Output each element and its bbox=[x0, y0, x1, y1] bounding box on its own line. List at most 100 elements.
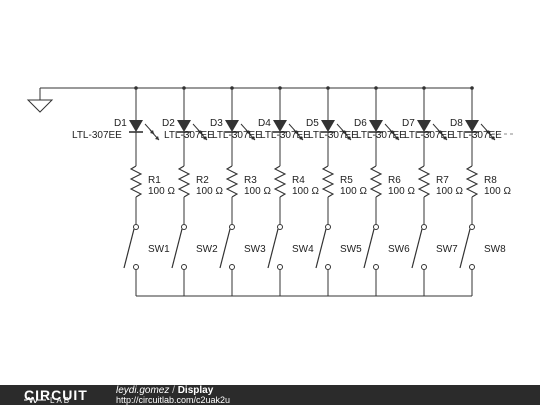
resistor-icon[interactable] bbox=[177, 165, 191, 198]
resistor-label: R3 bbox=[244, 175, 257, 186]
diode-label: D6 bbox=[354, 118, 367, 129]
resistor-label: R1 bbox=[148, 175, 161, 186]
led-diode-icon[interactable] bbox=[465, 120, 479, 132]
resistor-icon[interactable] bbox=[273, 165, 287, 198]
arrow-head bbox=[198, 130, 202, 134]
switch-terminal bbox=[373, 264, 379, 270]
diode-label: D8 bbox=[450, 118, 463, 129]
arrow-head bbox=[203, 136, 207, 140]
led-diode-icon[interactable] bbox=[417, 120, 431, 132]
resistor-icon[interactable] bbox=[417, 165, 431, 198]
switch-icon[interactable] bbox=[123, 228, 135, 269]
diode-label: D5 bbox=[306, 118, 319, 129]
switch-icon[interactable] bbox=[267, 228, 279, 269]
switch-terminal bbox=[181, 224, 187, 230]
diode-part-label: LTL-307EE bbox=[212, 130, 262, 141]
switch-terminal bbox=[133, 224, 139, 230]
arrow-head bbox=[155, 136, 159, 140]
switch-label: SW3 bbox=[244, 244, 266, 255]
diode-part-label: LTL-307EE bbox=[452, 130, 502, 141]
circuit-url[interactable]: http://circuitlab.com/c2uak2u bbox=[116, 395, 231, 405]
switch-label: SW1 bbox=[148, 244, 170, 255]
diode-part-label: LTL-307EE bbox=[404, 130, 454, 141]
switch-terminal bbox=[421, 264, 427, 270]
resistor-value-label: 100 Ω bbox=[340, 186, 367, 197]
switch-icon[interactable] bbox=[411, 228, 423, 269]
led-diode-icon[interactable] bbox=[369, 120, 383, 132]
resistor-value-label: 100 Ω bbox=[148, 186, 175, 197]
author-link[interactable]: leydi.gomez bbox=[116, 385, 170, 396]
arrow-head bbox=[395, 136, 399, 140]
switch-label: SW6 bbox=[388, 244, 410, 255]
footer-bar: CIRCUIT LAB leydi.gomez / Display http:/… bbox=[0, 385, 540, 405]
diode-part-label: LTL-307EE bbox=[260, 130, 310, 141]
diode-part-label: LTL-307EE bbox=[308, 130, 358, 141]
arrow-head bbox=[150, 130, 154, 134]
logo-text-bottom: LAB bbox=[50, 396, 72, 405]
diode-label: D2 bbox=[162, 118, 175, 129]
resistor-icon[interactable] bbox=[369, 165, 383, 198]
switch-terminal bbox=[325, 264, 331, 270]
switch-label: SW5 bbox=[340, 244, 362, 255]
arrow-head bbox=[347, 136, 351, 140]
ground-icon bbox=[26, 99, 54, 113]
arrow-head bbox=[342, 130, 346, 134]
switch-terminal bbox=[229, 224, 235, 230]
diode-part-label: LTL-307EE bbox=[356, 130, 406, 141]
diode-label: D1 bbox=[114, 118, 127, 129]
switch-icon[interactable] bbox=[315, 228, 327, 269]
diode-part-label: LTL-307EE bbox=[72, 130, 122, 141]
switch-icon[interactable] bbox=[363, 228, 375, 269]
path-separator: / bbox=[169, 385, 178, 396]
switch-terminal bbox=[325, 224, 331, 230]
switch-terminal bbox=[421, 224, 427, 230]
switch-label: SW2 bbox=[196, 244, 218, 255]
footer-meta: leydi.gomez / Display bbox=[116, 386, 213, 396]
arrow-head bbox=[438, 130, 442, 134]
switch-terminal bbox=[469, 264, 475, 270]
switch-terminal bbox=[277, 264, 283, 270]
resistor-value-label: 100 Ω bbox=[436, 186, 463, 197]
diode-label: D3 bbox=[210, 118, 223, 129]
arrow-head bbox=[299, 136, 303, 140]
switch-icon[interactable] bbox=[171, 228, 183, 269]
logo-text-top: CIRCUIT bbox=[24, 387, 88, 403]
switch-label: SW4 bbox=[292, 244, 314, 255]
arrow-head bbox=[294, 130, 298, 134]
resistor-label: R5 bbox=[340, 175, 353, 186]
led-diode-icon[interactable] bbox=[225, 120, 239, 132]
diode-part-label: LTL-307EE bbox=[164, 130, 214, 141]
resistor-icon[interactable] bbox=[465, 165, 479, 198]
logo-squiggle-icon bbox=[24, 397, 46, 403]
led-diode-icon[interactable] bbox=[321, 120, 335, 132]
switch-icon[interactable] bbox=[219, 228, 231, 269]
circuit-title: Display bbox=[177, 385, 214, 396]
arrow-head bbox=[443, 136, 447, 140]
resistor-value-label: 100 Ω bbox=[244, 186, 271, 197]
arrow-head bbox=[251, 136, 255, 140]
led-diode-icon[interactable] bbox=[273, 120, 287, 132]
resistor-value-label: 100 Ω bbox=[388, 186, 415, 197]
resistor-value-label: 100 Ω bbox=[292, 186, 319, 197]
resistor-icon[interactable] bbox=[225, 165, 239, 198]
switch-terminal bbox=[469, 224, 475, 230]
circuitlab-logo[interactable]: CIRCUIT LAB bbox=[24, 385, 88, 406]
arrow-head bbox=[486, 130, 490, 134]
resistor-icon[interactable] bbox=[321, 165, 335, 198]
resistor-label: R7 bbox=[436, 175, 449, 186]
diode-label: D7 bbox=[402, 118, 415, 129]
led-diode-icon[interactable] bbox=[129, 120, 143, 132]
resistor-icon[interactable] bbox=[129, 165, 143, 198]
switch-icon[interactable] bbox=[459, 228, 471, 269]
resistor-label: R6 bbox=[388, 175, 401, 186]
diode-label: D4 bbox=[258, 118, 271, 129]
switch-terminal bbox=[373, 224, 379, 230]
led-diode-icon[interactable] bbox=[177, 120, 191, 132]
resistor-label: R4 bbox=[292, 175, 305, 186]
arrow-head bbox=[491, 136, 495, 140]
arrow-head bbox=[246, 130, 250, 134]
arrow-head bbox=[390, 130, 394, 134]
switch-label: SW7 bbox=[436, 244, 458, 255]
